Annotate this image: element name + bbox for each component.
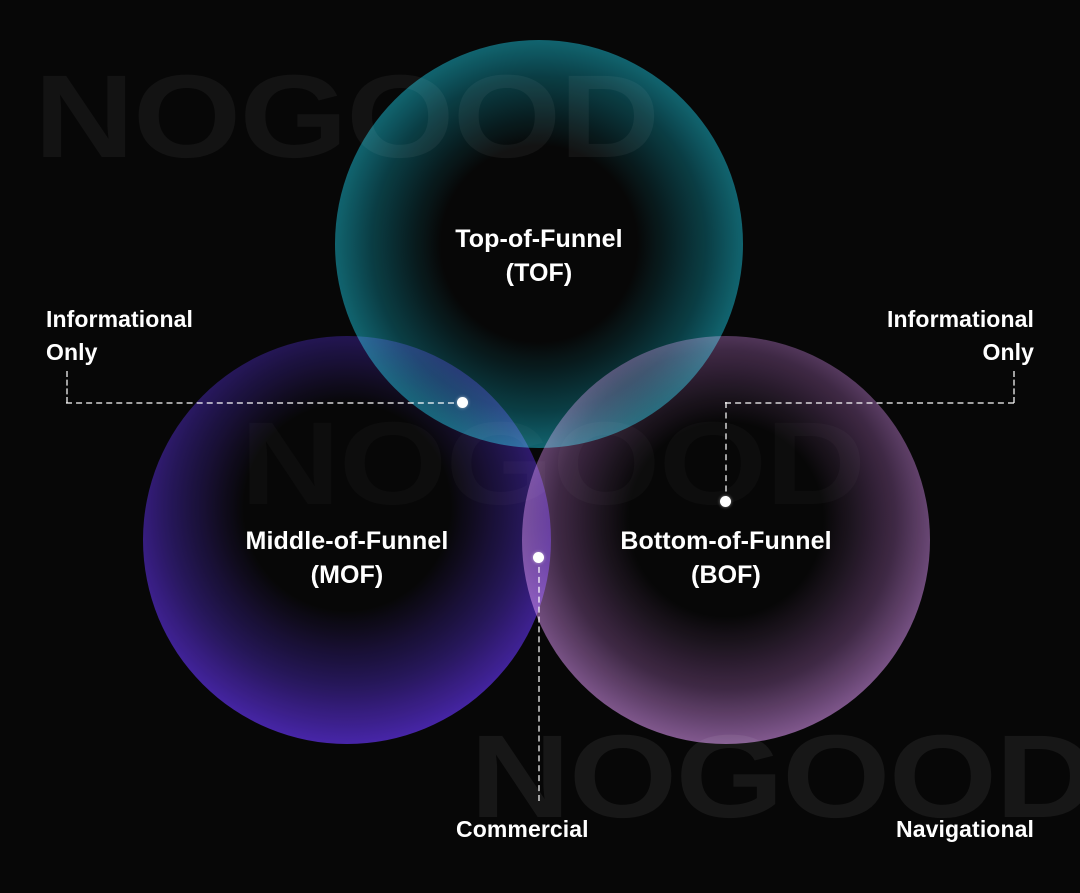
- annotation-navigational: Navigational: [896, 813, 1034, 846]
- circle-middle-of-funnel: [143, 336, 551, 744]
- label-top-of-funnel-line2: (TOF): [505, 259, 573, 287]
- annotation-informational-only-right: Informational Only: [774, 303, 1034, 370]
- annotation-informational-only-right-line1: Informational: [887, 306, 1034, 332]
- leader-line-informational-right-drop: [725, 402, 727, 502]
- annotation-commercial: Commercial: [456, 813, 589, 846]
- leader-line-commercial: [538, 557, 540, 801]
- label-middle-of-funnel-line1: Middle-of-Funnel: [245, 527, 449, 555]
- leader-line-informational-left-stem: [66, 371, 68, 403]
- annotation-navigational-label: Navigational: [896, 816, 1034, 842]
- label-bottom-of-funnel: Bottom-of-Funnel (BOF): [516, 524, 936, 592]
- label-bottom-of-funnel-line1: Bottom-of-Funnel: [620, 527, 832, 555]
- label-middle-of-funnel: Middle-of-Funnel (MOF): [137, 524, 557, 592]
- annotation-informational-only-left-line2: Only: [46, 339, 98, 366]
- leader-line-informational-left: [66, 402, 464, 404]
- annotation-commercial-label: Commercial: [456, 816, 589, 842]
- leader-line-informational-right: [725, 402, 1014, 404]
- label-middle-of-funnel-line2: (MOF): [310, 561, 384, 589]
- leader-dot-commercial: [533, 552, 544, 563]
- label-bottom-of-funnel-line2: (BOF): [691, 561, 761, 589]
- label-top-of-funnel: Top-of-Funnel (TOF): [329, 222, 749, 290]
- label-top-of-funnel-line1: Top-of-Funnel: [455, 225, 623, 253]
- annotation-informational-only-right-line2: Only: [982, 339, 1034, 366]
- leader-line-informational-right-stem: [1013, 371, 1015, 403]
- leader-dot-informational-left: [457, 397, 468, 408]
- annotation-informational-only-left-line1: Informational: [46, 306, 193, 332]
- leader-dot-informational-right: [720, 496, 731, 507]
- annotation-informational-only-left: Informational Only: [46, 303, 306, 370]
